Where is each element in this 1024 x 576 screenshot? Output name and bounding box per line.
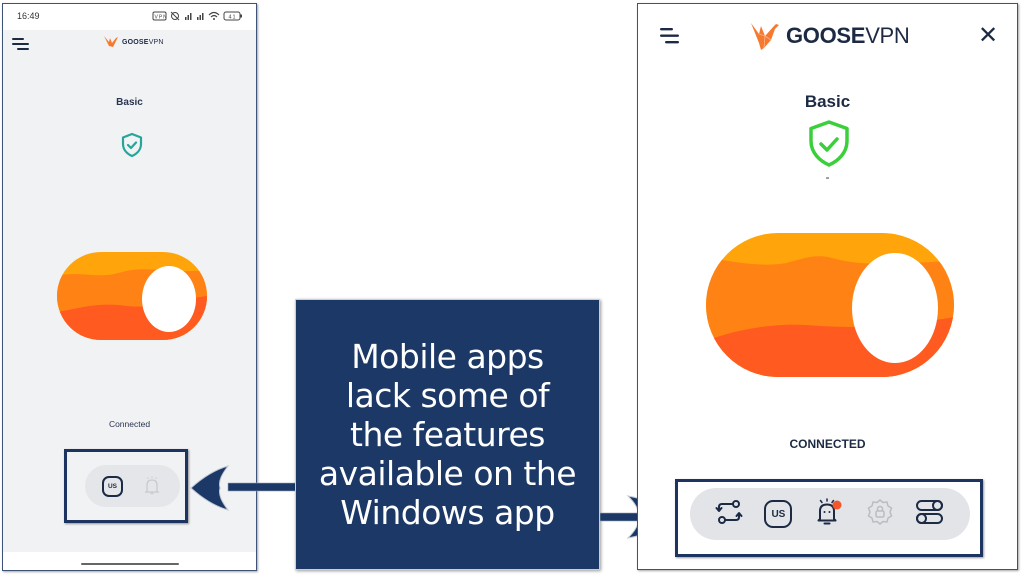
settings-button[interactable] [915,498,945,531]
connection-toggle[interactable] [57,252,207,345]
notifications-button[interactable] [144,476,160,501]
status-time: 16:49 [17,11,40,21]
logo-text: GOOSEVPN [122,38,164,46]
connection-toggle[interactable] [706,233,954,382]
goosevpn-logo: GOOSEVPN [103,35,164,49]
svg-text:VPN: VPN [155,14,168,20]
hamburger-menu-button[interactable] [660,28,680,49]
split-tunnel-button[interactable] [715,498,743,531]
bell-icon [144,476,160,495]
route-swap-icon [715,499,743,524]
bell-icon [817,497,842,524]
menu-icon [660,28,679,44]
toggles-icon [916,499,944,524]
status-bar: 16:49 VPN 41 [3,4,256,30]
close-button[interactable]: ✕ [978,24,998,48]
home-indicator[interactable] [81,563,179,565]
location-us-button[interactable]: US [764,500,793,528]
windows-app-screenshot: GOOSEVPN ✕ Basic - CONNECTED [637,3,1018,570]
windows-quick-actions-highlight [675,479,983,557]
shield-check-icon [806,119,852,174]
protection-button[interactable] [866,498,894,531]
logo-text: GOOSEVPN [786,23,910,48]
shield-check-icon [120,132,144,163]
mobile-quick-actions-highlight [64,449,188,523]
egg-toggle-graphic [706,233,954,377]
plan-label: Basic [116,97,143,108]
quick-actions-bar: US [690,488,970,540]
connection-status: CONNECTED [789,437,866,451]
location-us-button[interactable]: US [102,476,123,497]
mobile-app-screenshot: 16:49 VPN 41 GOOSEVPN [2,3,257,571]
svg-text:41: 41 [229,14,237,20]
goose-logo-icon [751,23,779,50]
callout-text: Mobile apps lack some of the features av… [318,337,577,532]
status-icons: VPN 41 [152,10,244,24]
egg-toggle-graphic [57,252,207,340]
goose-logo-icon [104,36,118,47]
menu-icon [12,38,29,50]
plan-label: Basic [804,92,851,111]
annotation-callout: Mobile apps lack some of the features av… [295,299,600,570]
sub-status: - [825,170,830,184]
status-icons-svg: VPN 41 [152,11,242,21]
notifications-button[interactable] [814,497,844,532]
quick-actions-bar: US [85,465,180,507]
connection-status: Connected [108,419,151,429]
hamburger-menu-button[interactable] [12,37,30,55]
close-icon: ✕ [978,22,999,49]
goosevpn-logo: GOOSEVPN [750,21,910,51]
arrow-left-icon [190,465,300,511]
lock-badge-icon [867,498,892,525]
android-nav-bar [3,552,256,570]
